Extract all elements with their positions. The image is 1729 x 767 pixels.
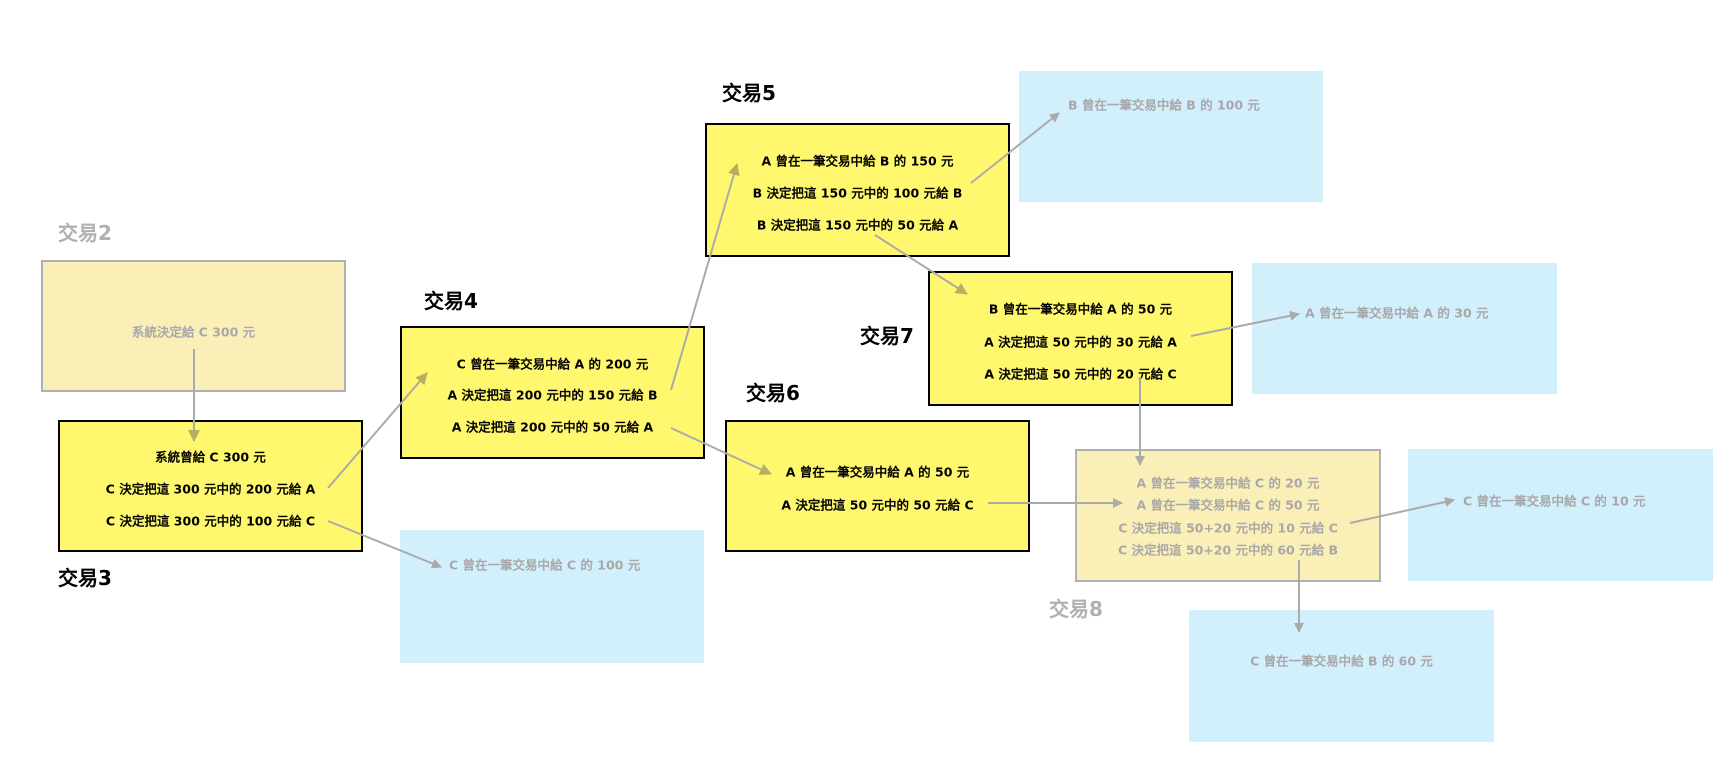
transaction-2-box: 系統決定給 C 300 元 [41,260,346,392]
tx-line: A 曾在一筆交易中給 C 的 50 元 [1136,497,1320,513]
transaction-8-label: 交易8 [1049,597,1103,621]
tx-line: 系統決定給 C 300 元 [131,324,256,340]
tx-line: A 曾在一筆交易中給 B 的 150 元 [761,153,954,169]
output-text: A 曾在一筆交易中給 A 的 30 元 [1305,305,1489,321]
transaction-7-label: 交易7 [860,324,914,348]
output-a-30-box: A 曾在一筆交易中給 A 的 30 元 [1252,263,1557,394]
output-c-100-box: C 曾在一筆交易中給 C 的 100 元 [400,530,704,663]
output-b-100-box: B 曾在一筆交易中給 B 的 100 元 [1019,71,1323,202]
transaction-2-label: 交易2 [58,221,112,245]
tx-line: B 決定把這 150 元中的 50 元給 A [756,217,959,233]
output-text: C 曾在一筆交易中給 C 的 100 元 [449,557,641,573]
transaction-3-box: 系統曾給 C 300 元 C 決定把這 300 元中的 200 元給 A C 決… [58,420,363,552]
transaction-5-box: A 曾在一筆交易中給 B 的 150 元 B 決定把這 150 元中的 100 … [705,123,1010,257]
tx-line: C 決定把這 300 元中的 100 元給 C [105,513,316,529]
output-c-10-box: C 曾在一筆交易中給 C 的 10 元 [1408,449,1713,581]
transaction-5-label: 交易5 [722,81,776,105]
tx-line: C 曾在一筆交易中給 A 的 200 元 [456,356,649,372]
tx-line: B 決定把這 150 元中的 100 元給 B [752,185,963,201]
tx-line: C 決定把這 50+20 元中的 10 元給 C [1118,520,1338,536]
tx-line: A 決定把這 50 元中的 20 元給 C [984,366,1177,382]
transaction-7-box: B 曾在一筆交易中給 A 的 50 元 A 決定把這 50 元中的 30 元給 … [928,271,1233,406]
output-text: C 曾在一筆交易中給 C 的 10 元 [1463,493,1646,509]
tx-line: B 曾在一筆交易中給 A 的 50 元 [988,301,1173,317]
transaction-3-label: 交易3 [58,566,112,590]
transaction-6-label: 交易6 [746,381,800,405]
tx-line: A 決定把這 200 元中的 150 元給 B [447,387,658,403]
transaction-8-box: A 曾在一筆交易中給 C 的 20 元 A 曾在一筆交易中給 C 的 50 元 … [1075,449,1381,582]
transaction-6-box: A 曾在一筆交易中給 A 的 50 元 A 決定把這 50 元中的 50 元給 … [725,420,1030,552]
output-text: B 曾在一筆交易中給 B 的 100 元 [1068,97,1260,113]
output-text: C 曾在一筆交易中給 B 的 60 元 [1250,653,1433,669]
tx-line: A 決定把這 200 元中的 50 元給 A [451,419,654,435]
tx-line: A 曾在一筆交易中給 C 的 20 元 [1136,475,1320,491]
tx-line: A 決定把這 50 元中的 50 元給 C [781,497,974,513]
tx-line: A 決定把這 50 元中的 30 元給 A [984,334,1177,350]
tx-line: 系統曾給 C 300 元 [155,449,266,465]
transaction-4-label: 交易4 [424,289,478,313]
tx-line: C 決定把這 50+20 元中的 60 元給 B [1118,542,1338,558]
output-b-60-box: C 曾在一筆交易中給 B 的 60 元 [1189,610,1494,742]
tx-line: C 決定把這 300 元中的 200 元給 A [105,481,316,497]
transaction-4-box: C 曾在一筆交易中給 A 的 200 元 A 決定把這 200 元中的 150 … [400,326,705,459]
tx-line: A 曾在一筆交易中給 A 的 50 元 [785,464,970,480]
